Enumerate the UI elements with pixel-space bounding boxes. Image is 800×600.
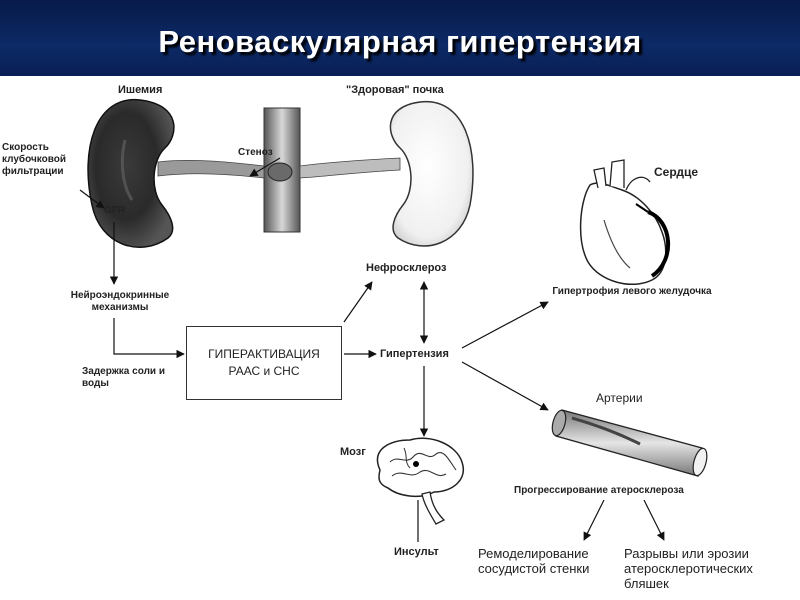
heart-illustration [579,159,670,285]
label-stroke: Инсульт [394,546,439,558]
label-nephrosclerosis: Нефросклероз [366,262,447,274]
label-neuroendocrine: Нейроэндокринные механизмы [70,290,170,313]
label-brain: Мозг [340,446,366,458]
label-gfr: GFR [104,205,126,216]
label-plaques: Разрывы или эрозии атеросклеротических б… [624,546,753,591]
slide-title: Реноваскулярная гипертензия [158,24,642,59]
label-salt-water: Задержка соли и воды [82,366,165,389]
healthy-kidney [389,101,474,247]
artery-illustration [551,409,708,477]
left-renal-artery [157,159,265,179]
label-ischemia: Ишемия [118,84,163,96]
label-stenosis: Стеноз [238,147,273,158]
title-bar [0,0,800,76]
stenosis-mark [267,162,293,182]
right-renal-artery [299,157,401,179]
label-lvh: Гипертрофия левого желудочка [552,286,712,297]
label-remodeling: Ремоделирование сосудистой стенки [478,546,590,576]
label-atherosclerosis: Прогрессирование атеросклероза [514,485,684,496]
raas-line1: ГИПЕРАКТИВАЦИЯ [208,347,320,361]
ischemic-kidney [87,99,175,248]
raas-line2: РААС и СНС [228,364,300,378]
label-gfr-rate: Скорость клубочковой фильтрации [2,142,67,177]
label-heart: Сердце [654,165,699,179]
raas-box: ГИПЕРАКТИВАЦИЯ РААС и СНС [186,326,342,400]
brain-illustration [376,437,465,525]
label-healthy-kidney: "Здоровая" почка [346,84,444,96]
label-hypertension: Гипертензия [380,348,449,360]
label-arteries: Артерии [596,391,643,405]
